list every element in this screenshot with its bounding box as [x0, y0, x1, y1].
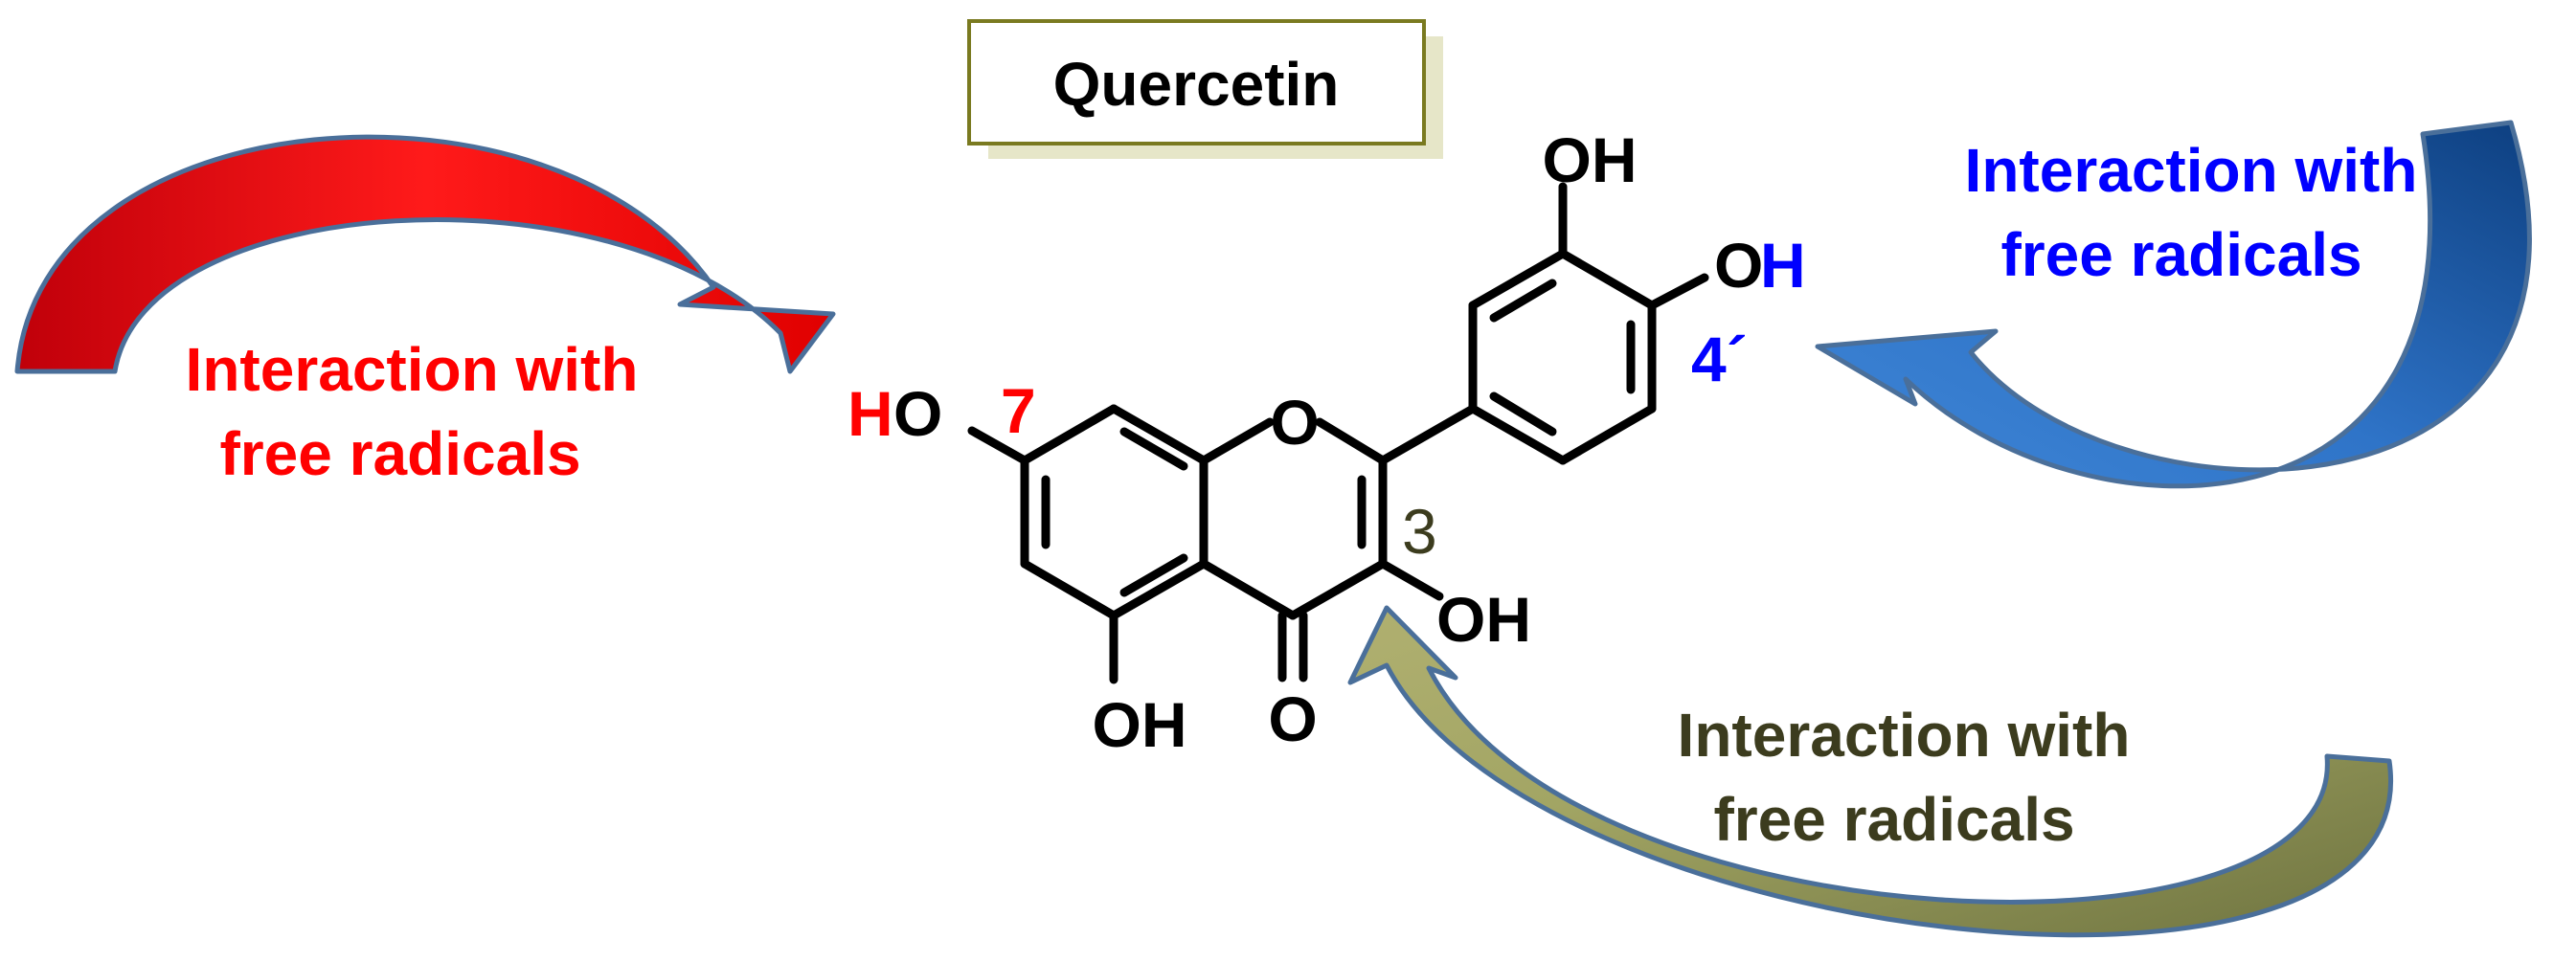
bond-double — [1119, 553, 1188, 597]
atom-labels: O O OH OH OH O H H O — [847, 124, 1806, 760]
bond — [1468, 249, 1568, 310]
bond — [1109, 559, 1209, 620]
red-curved-arrow — [14, 134, 836, 374]
bond-double — [1119, 427, 1188, 471]
carbonyl-oxygen: O — [1268, 683, 1317, 754]
bond — [1558, 249, 1657, 310]
olive-curved-arrow — [1347, 605, 2394, 938]
bond — [1020, 404, 1119, 465]
bond — [1468, 404, 1568, 465]
caption-red-line-2: free radicals — [219, 419, 580, 488]
bond — [1558, 404, 1657, 465]
title-box-frame — [967, 19, 1426, 145]
caption-olive: Interaction with free radicals — [1678, 701, 2131, 854]
quercetin-structure — [967, 182, 1709, 684]
hydroxyl-3prime: OH — [1543, 124, 1638, 195]
bond — [1020, 559, 1119, 620]
bond-double — [1489, 279, 1557, 323]
hydroxyl-4prime-oxygen: O — [1714, 230, 1763, 301]
caption-blue-line-2: free radicals — [2000, 220, 2361, 289]
hydroxyl-4prime-hydrogen: H — [1760, 230, 1806, 301]
bond — [967, 426, 1029, 465]
bond — [1378, 559, 1444, 601]
bond — [1315, 417, 1388, 465]
caption-blue-line-1: Interaction with — [1965, 136, 2418, 205]
bond — [1109, 404, 1209, 465]
caption-red: Interaction with free radicals — [186, 335, 639, 488]
position-4prime: 4´ — [1691, 324, 1748, 394]
position-3: 3 — [1402, 496, 1437, 567]
bond — [1378, 404, 1478, 465]
hydroxyl-3: OH — [1436, 584, 1531, 655]
caption-red-line-1: Interaction with — [186, 335, 639, 404]
blue-curved-arrow — [1815, 120, 2532, 489]
hydroxyl-5: OH — [1093, 689, 1187, 760]
caption-olive-line-1: Interaction with — [1678, 701, 2131, 770]
position-7: 7 — [1001, 375, 1036, 446]
title-box: Quercetin — [967, 19, 1443, 159]
page-title: Quercetin — [1053, 50, 1340, 119]
ring-oxygen: O — [1270, 387, 1319, 458]
hydroxyl-7-oxygen: O — [893, 378, 942, 449]
caption-blue: Interaction with free radicals — [1965, 136, 2418, 289]
position-labels: 7 3 4´ — [1001, 324, 1748, 567]
bond — [1199, 417, 1275, 465]
hydroxyl-7-hydrogen: H — [847, 378, 893, 449]
bond-double — [1489, 392, 1557, 436]
caption-olive-line-2: free radicals — [1713, 785, 2074, 854]
bond — [1288, 559, 1388, 620]
bond — [1647, 273, 1709, 310]
bond — [1199, 559, 1298, 620]
